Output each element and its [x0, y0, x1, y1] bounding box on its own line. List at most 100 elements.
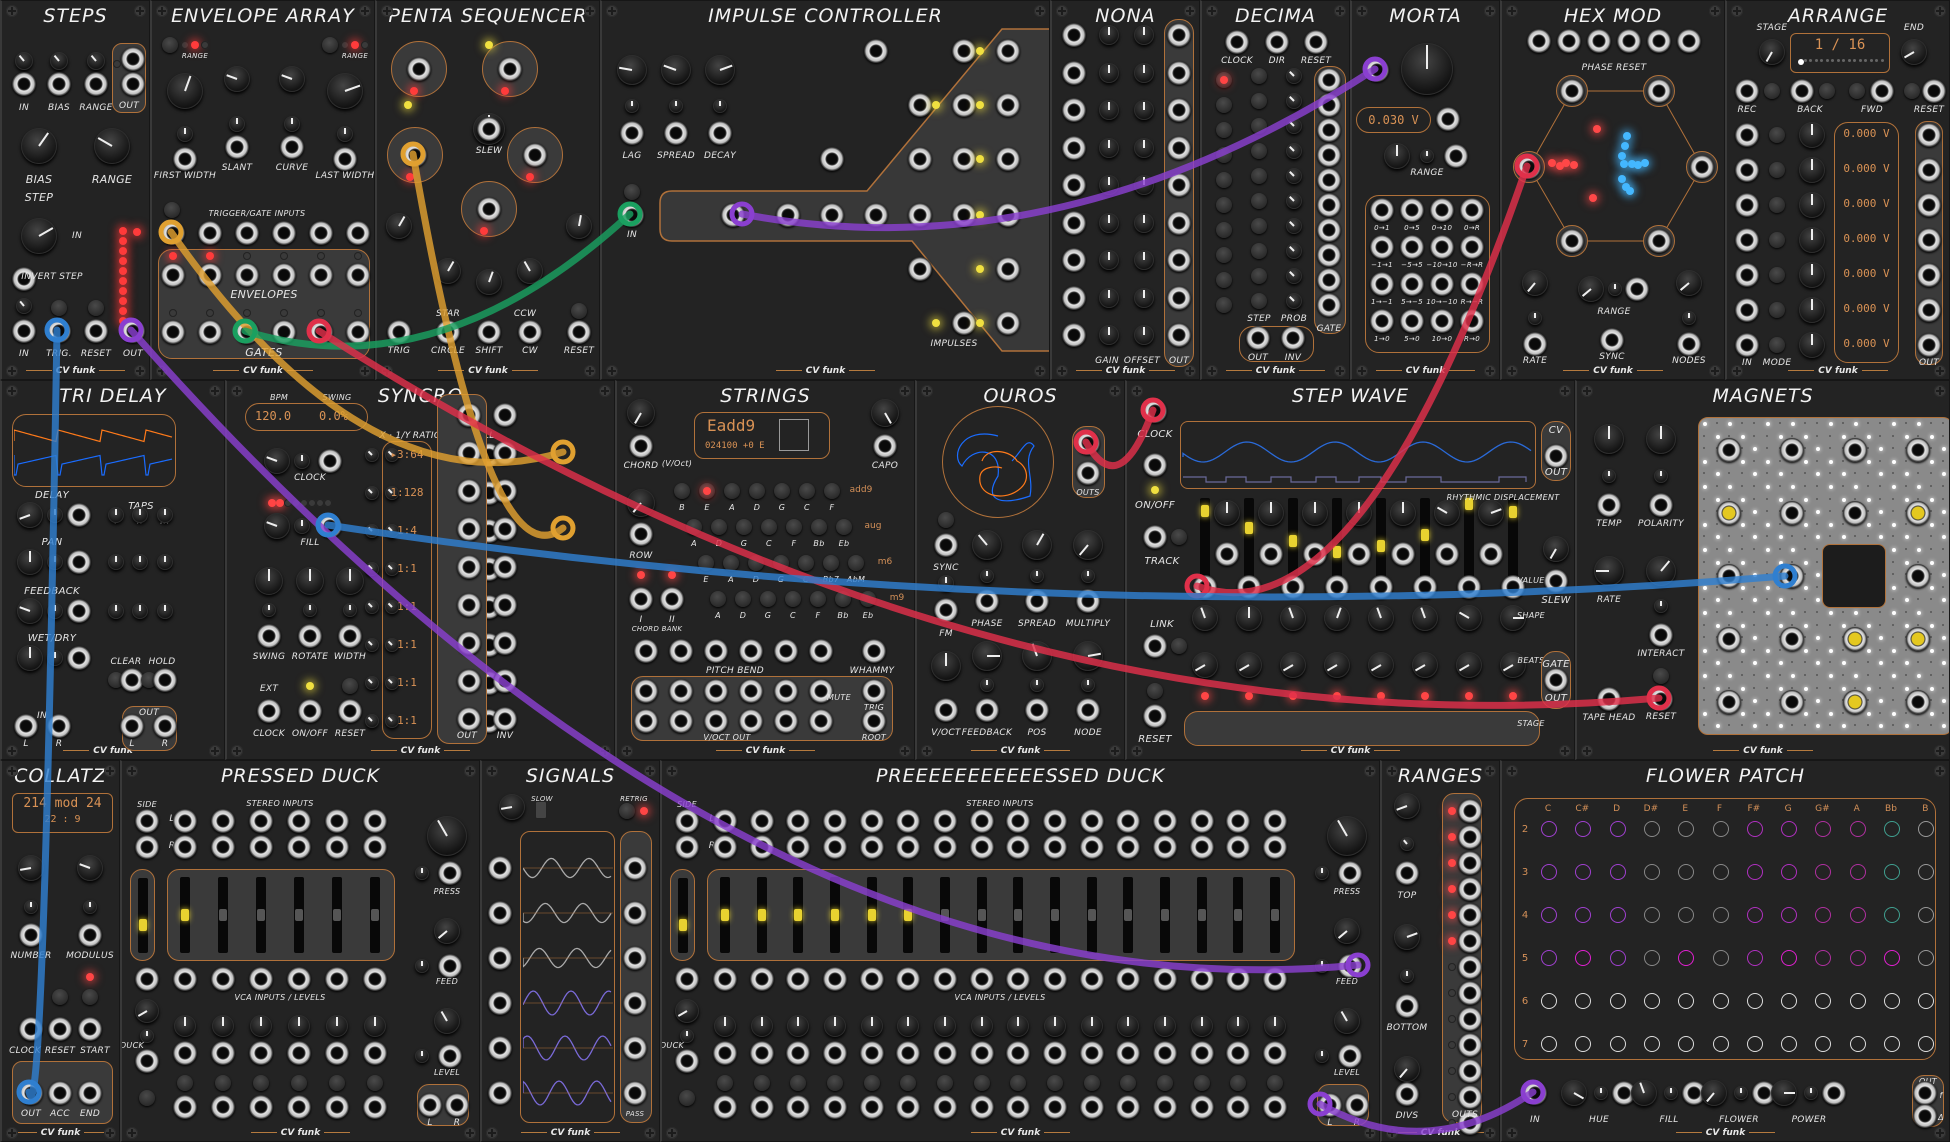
vca-in-jack[interactable] — [1043, 967, 1067, 991]
param-jack[interactable] — [67, 646, 91, 670]
level-slider[interactable] — [976, 877, 987, 953]
slider-handle[interactable] — [941, 909, 949, 921]
knob[interactable] — [365, 600, 379, 614]
mute-button[interactable] — [753, 1075, 770, 1091]
stereo-in-l-jack[interactable] — [859, 809, 884, 833]
magnet-jack[interactable] — [1906, 627, 1930, 651]
reset-jack[interactable] — [1143, 704, 1167, 728]
knob[interactable] — [1099, 212, 1119, 233]
slew-knob[interactable] — [1543, 536, 1569, 562]
value-slider[interactable] — [1244, 498, 1254, 578]
magnet-jack[interactable] — [1906, 564, 1930, 588]
knob[interactable] — [17, 645, 43, 671]
knob[interactable] — [1561, 1080, 1587, 1106]
jack[interactable] — [1062, 210, 1086, 235]
temp-jack[interactable] — [1597, 493, 1621, 517]
vca-in-jack[interactable] — [823, 967, 847, 991]
beats-knob[interactable] — [1412, 652, 1438, 678]
bias-knob[interactable] — [21, 128, 57, 164]
param-jack[interactable] — [298, 624, 322, 648]
inv-jack[interactable] — [493, 631, 517, 655]
stereo-in-l-jack[interactable] — [749, 809, 774, 833]
vca-in-jack[interactable] — [173, 967, 197, 991]
range-out-jack[interactable] — [1400, 198, 1424, 222]
knob[interactable] — [931, 651, 961, 681]
stereo-in-l-jack[interactable] — [1079, 809, 1104, 833]
stereo-in-l-jack[interactable] — [1043, 809, 1067, 833]
out-jack[interactable] — [1167, 98, 1191, 122]
tap-knob[interactable] — [157, 603, 173, 619]
knob[interactable] — [343, 603, 357, 617]
phase-reset-jack[interactable] — [1647, 29, 1671, 53]
mute-button[interactable] — [1157, 1075, 1173, 1091]
reset-jack[interactable] — [1304, 30, 1328, 54]
push-button[interactable] — [624, 184, 640, 200]
knob[interactable] — [1799, 122, 1825, 148]
level-slider[interactable] — [1086, 877, 1097, 953]
clock-jack[interactable] — [1225, 30, 1249, 54]
pan-knob[interactable] — [288, 1015, 310, 1037]
jack[interactable] — [1062, 98, 1086, 122]
gate-out-jack[interactable] — [161, 320, 185, 344]
pan-knob[interactable] — [174, 1015, 196, 1037]
stereo-in-l-jack[interactable] — [287, 809, 311, 833]
level-slider[interactable] — [866, 877, 877, 953]
slider-handle[interactable] — [219, 909, 227, 921]
gate-jack[interactable] — [1317, 168, 1341, 192]
duck-in-jack[interactable] — [135, 1049, 159, 1073]
out-r-jack[interactable] — [153, 714, 177, 738]
level-slider[interactable] — [1196, 877, 1207, 953]
impulse-jack[interactable] — [908, 93, 932, 117]
beats-knob[interactable] — [1456, 652, 1482, 678]
pan-knob[interactable] — [1007, 1015, 1030, 1037]
magnet-jack[interactable] — [1843, 690, 1867, 714]
out-jack[interactable] — [1167, 248, 1191, 272]
beats-knob[interactable] — [1368, 652, 1394, 678]
mute-jack[interactable] — [809, 679, 833, 703]
knob[interactable] — [415, 1049, 429, 1063]
knob[interactable] — [1578, 276, 1604, 302]
first-width-jack[interactable] — [173, 147, 197, 171]
clear-jack[interactable] — [120, 668, 144, 692]
knob[interactable] — [1799, 262, 1825, 288]
range-out-jack[interactable] — [1458, 1033, 1482, 1057]
level-slider[interactable] — [1270, 877, 1280, 953]
level-slider[interactable] — [294, 877, 304, 953]
spread-knob[interactable] — [661, 55, 691, 85]
level-jack[interactable] — [1006, 1041, 1031, 1065]
duck-in-jack[interactable] — [675, 1049, 699, 1073]
duck-jack[interactable] — [135, 967, 159, 991]
mute-jack[interactable] — [704, 679, 728, 703]
signal-in-jack[interactable] — [488, 1081, 512, 1105]
out-l-jack[interactable] — [418, 1093, 442, 1117]
push-button[interactable] — [1769, 197, 1785, 213]
voct-out-jack[interactable] — [774, 709, 798, 733]
push-button[interactable] — [723, 555, 739, 571]
fwd-jack[interactable] — [1870, 79, 1894, 103]
stereo-in-r-jack[interactable] — [1043, 835, 1067, 859]
mute-jack[interactable] — [211, 1095, 235, 1119]
feed-knob[interactable] — [1334, 918, 1360, 944]
gate-out-jack[interactable] — [1544, 668, 1568, 692]
out-jack[interactable] — [1917, 158, 1941, 182]
range-out-jack[interactable] — [1400, 309, 1424, 333]
range-out-jack[interactable] — [1460, 198, 1484, 222]
knob[interactable] — [1799, 157, 1825, 183]
shape-knob[interactable] — [1500, 605, 1526, 631]
prob-knob[interactable] — [1286, 218, 1302, 234]
duck-jack[interactable] — [675, 967, 699, 991]
push-button[interactable] — [139, 1090, 155, 1106]
mute-jack[interactable] — [1043, 1095, 1067, 1119]
press-knob[interactable] — [427, 816, 467, 856]
end-knob[interactable] — [1901, 39, 1927, 65]
pitch-bend-jack[interactable] — [774, 639, 798, 663]
step-button[interactable] — [1216, 122, 1232, 138]
decay-jack[interactable] — [708, 121, 732, 145]
push-button[interactable] — [735, 591, 751, 607]
range-out-jack[interactable] — [1458, 1085, 1482, 1109]
beats-knob[interactable] — [1236, 652, 1262, 678]
mute-button[interactable] — [863, 1075, 880, 1091]
slider-handle[interactable] — [831, 909, 839, 921]
gate-jack[interactable] — [1317, 293, 1341, 317]
vca-in-jack[interactable] — [859, 967, 884, 991]
